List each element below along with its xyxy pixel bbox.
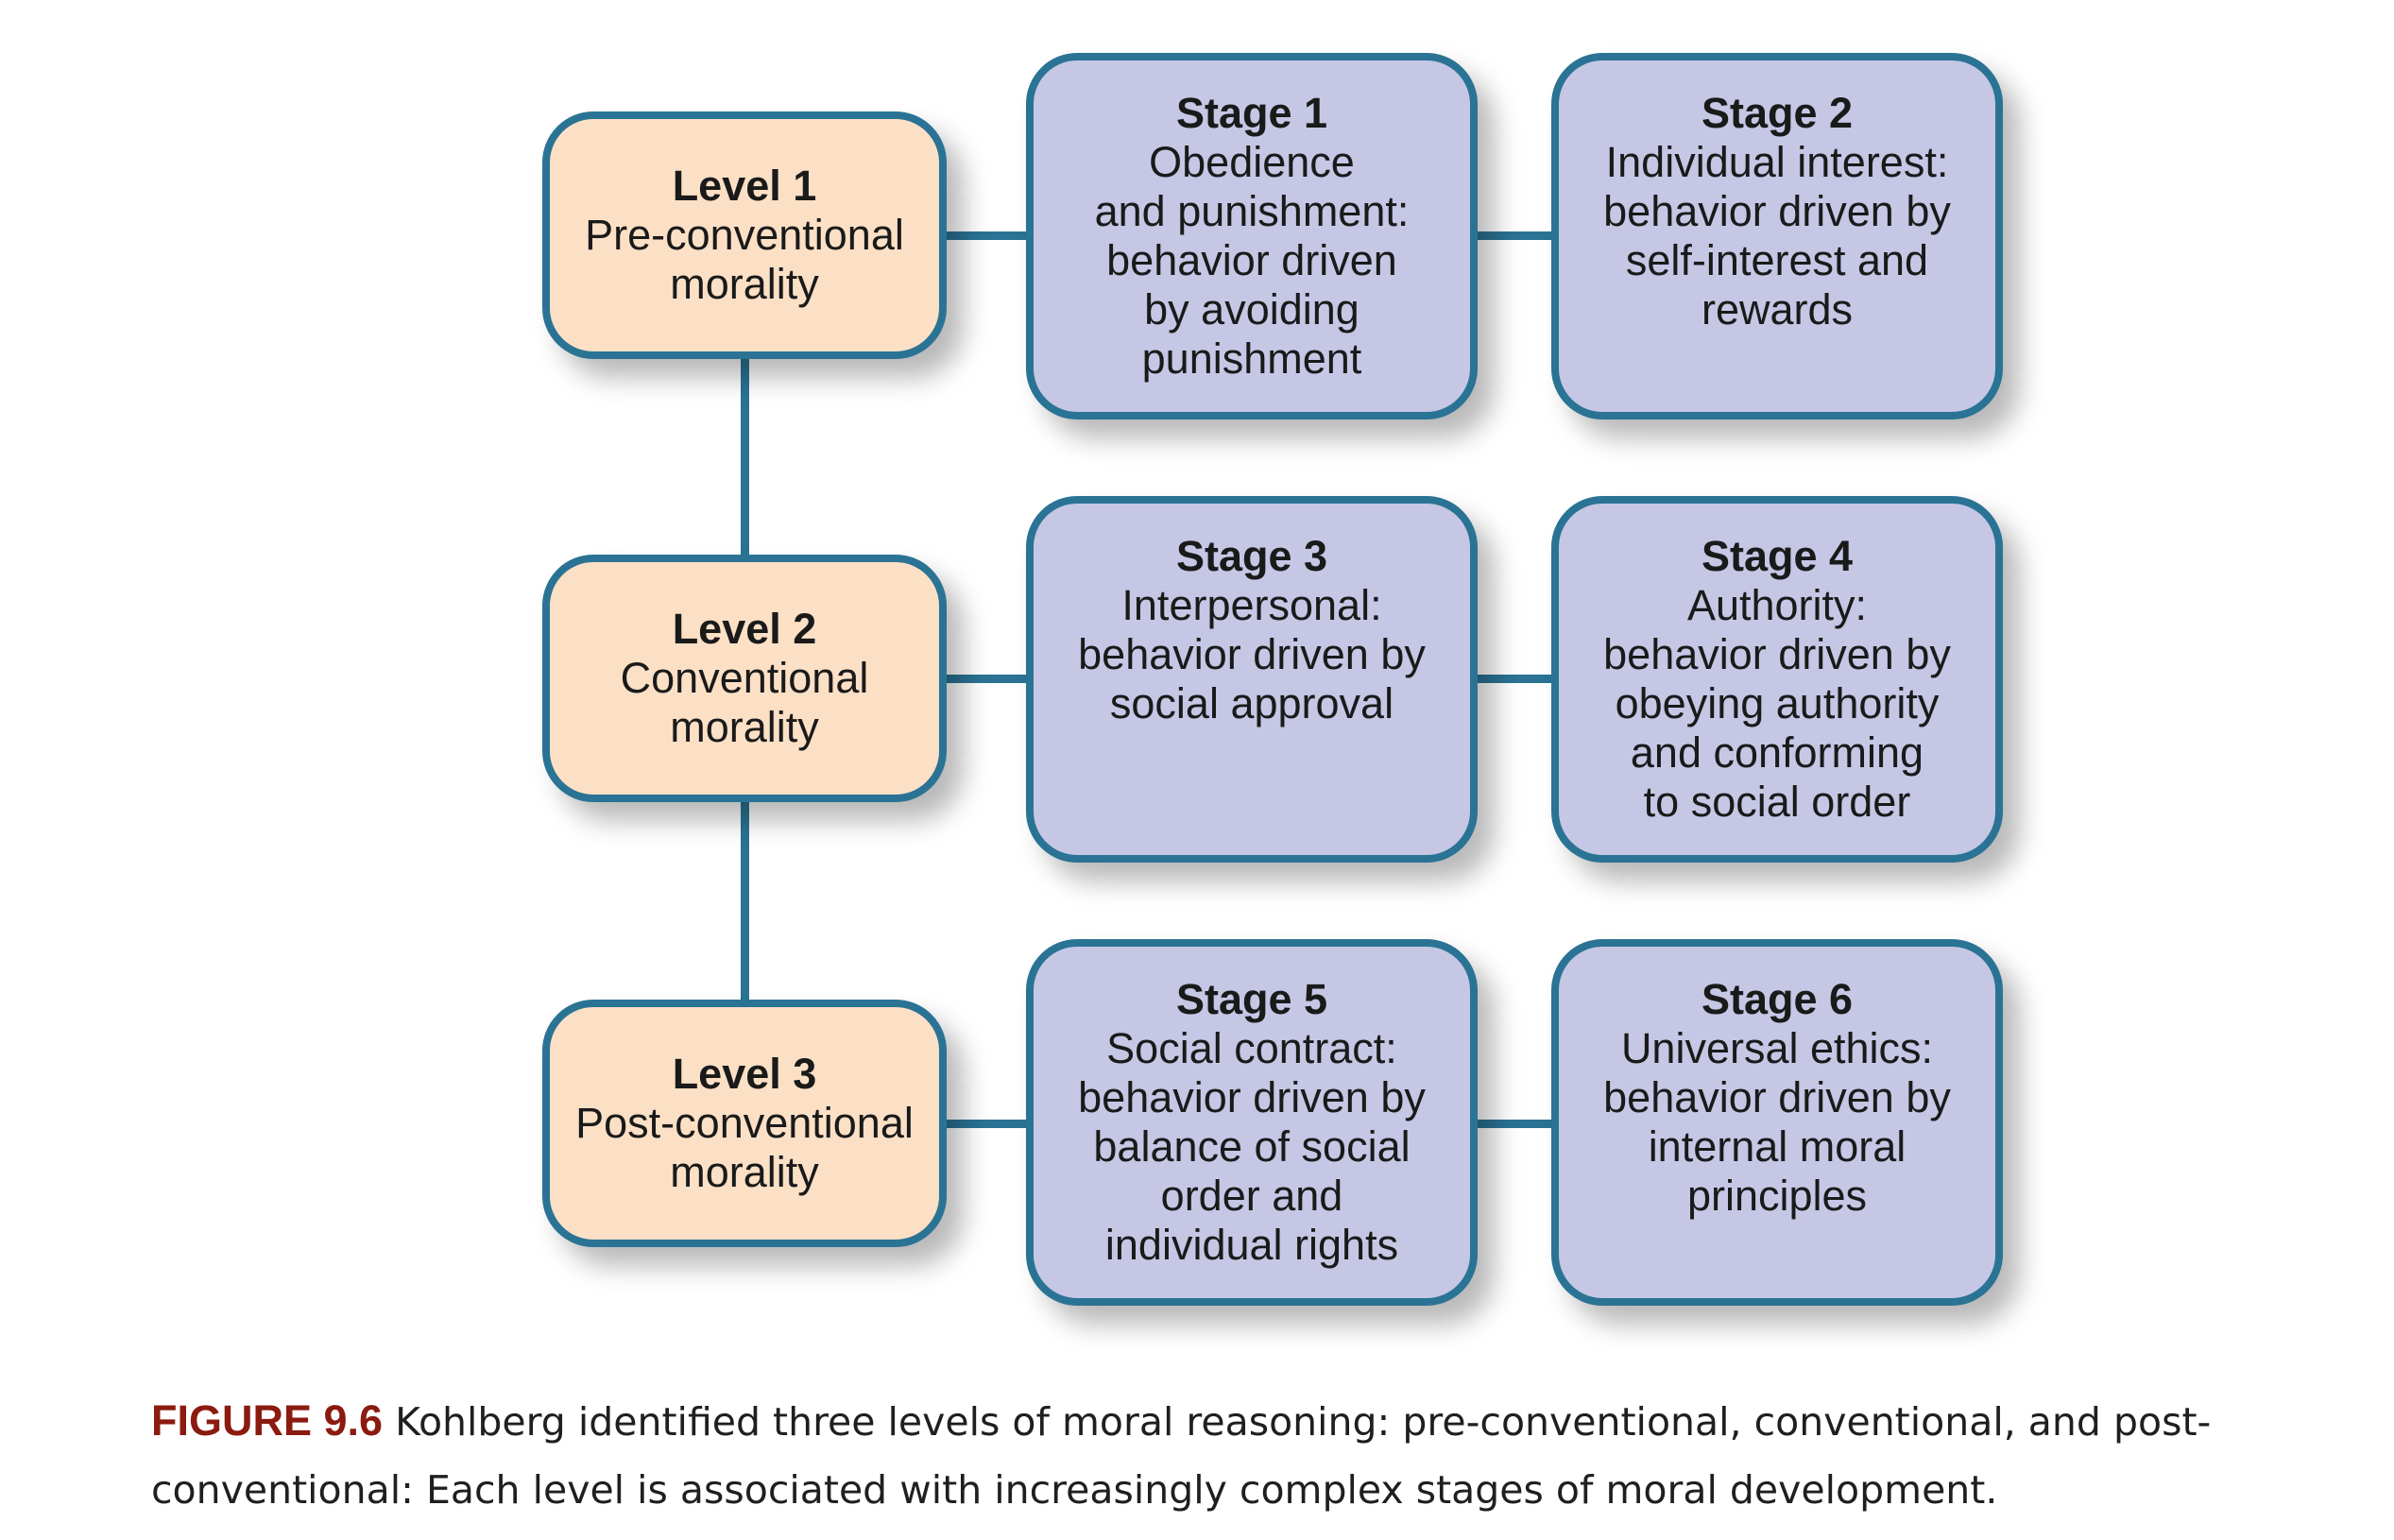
stage-description: Obedience and punishment: behavior drive…: [1094, 138, 1410, 383]
connector-level3-stage5: [945, 1120, 1028, 1128]
stage-3-box: Stage 3 Interpersonal: behavior driven b…: [1026, 496, 1478, 863]
connector-level1-level2: [741, 357, 749, 556]
level-2-box: Level 2 Conventional morality: [542, 555, 947, 802]
stage-5-box: Stage 5 Social contract: behavior driven…: [1026, 939, 1478, 1306]
connector-level1-stage1: [945, 231, 1028, 240]
stage-6-box: Stage 6 Universal ethics: behavior drive…: [1551, 939, 2003, 1306]
connector-stage3-stage4: [1476, 675, 1553, 683]
stage-description: Interpersonal: behavior driven by social…: [1078, 581, 1426, 727]
level-3-box: Level 3 Post-conventional morality: [542, 1000, 947, 1247]
figure-label: FIGURE 9.6: [151, 1396, 384, 1445]
stage-title: Stage 2: [1701, 89, 1854, 137]
connector-level2-level3: [741, 800, 749, 1001]
stage-description: Universal ethics: behavior driven by int…: [1603, 1024, 1951, 1220]
stage-title: Stage 4: [1701, 532, 1854, 580]
level-description: Conventional morality: [620, 654, 869, 751]
connector-level2-stage3: [945, 675, 1028, 683]
level-title: Level 3: [672, 1050, 817, 1098]
stage-2-box: Stage 2 Individual interest: behavior dr…: [1551, 53, 2003, 419]
stage-4-box: Stage 4 Authority: behavior driven by ob…: [1551, 496, 2003, 863]
stage-title: Stage 3: [1175, 532, 1328, 580]
stage-title: Stage 5: [1175, 975, 1328, 1023]
stage-title: Stage 6: [1701, 975, 1854, 1023]
level-description: Pre-conventional morality: [585, 211, 904, 308]
stage-description: Authority: behavior driven by obeying au…: [1603, 581, 1951, 826]
stage-description: Individual interest: behavior driven by …: [1603, 138, 1951, 334]
stage-1-box: Stage 1 Obedience and punishment: behavi…: [1026, 53, 1478, 419]
stage-description: Social contract: behavior driven by bala…: [1078, 1024, 1426, 1269]
connector-stage5-stage6: [1476, 1120, 1553, 1128]
stage-title: Stage 1: [1175, 89, 1328, 137]
level-title: Level 2: [672, 605, 817, 653]
level-title: Level 1: [672, 162, 817, 210]
level-description: Post-conventional morality: [575, 1099, 914, 1196]
level-1-box: Level 1 Pre-conventional morality: [542, 111, 947, 359]
figure-caption: FIGURE 9.6 Kohlberg identified three lev…: [151, 1387, 2286, 1524]
connector-stage1-stage2: [1476, 231, 1553, 240]
figure-caption-text: Kohlberg identified three levels of mora…: [151, 1399, 2212, 1513]
